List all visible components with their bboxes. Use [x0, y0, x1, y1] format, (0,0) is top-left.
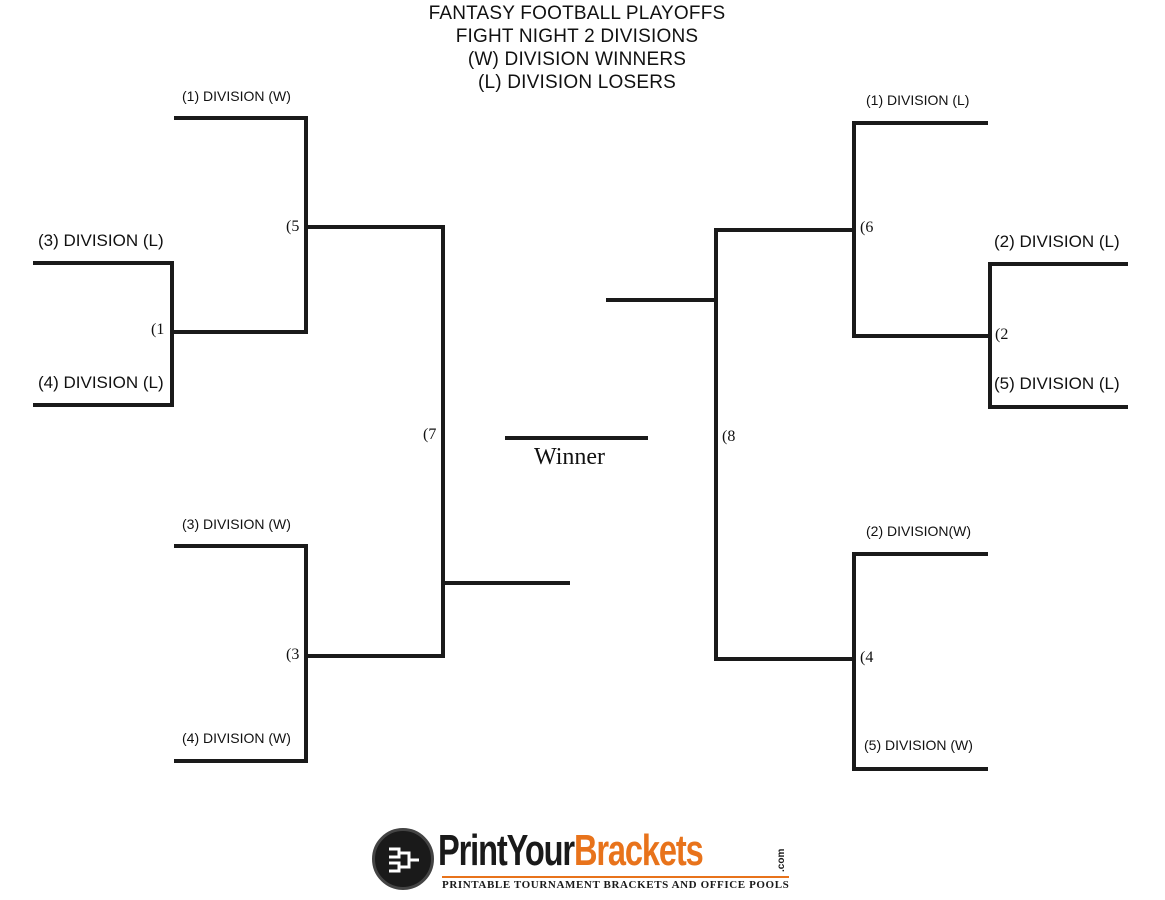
- title-line-3: (W) DIVISION WINNERS: [467, 49, 687, 70]
- game-number-1: (1: [151, 321, 165, 338]
- game-number-7: (7: [423, 426, 437, 443]
- game-number-8: (8: [722, 428, 736, 445]
- bracket-line-game-5: [174, 116, 308, 334]
- title-line-2: FIGHT NIGHT 2 DIVISIONS: [455, 26, 699, 47]
- left-slot-3-label[interactable]: (4) DIVISION (L): [38, 373, 164, 392]
- right-slot-1-label[interactable]: (1) DIVISION (L): [866, 92, 970, 108]
- left-slot-2-label[interactable]: (3) DIVISION (L): [38, 231, 164, 250]
- bracket-icon: [372, 828, 434, 890]
- game-number-2: (2: [995, 326, 1009, 343]
- right-slot-5-label[interactable]: (5) DIVISION (W): [864, 737, 973, 753]
- game-number-4: (4: [860, 649, 874, 666]
- title-line-1: FANTASY FOOTBALL PLAYOFFS: [428, 3, 726, 24]
- bracket-line-game-6: [852, 121, 988, 338]
- logo-tagline: PRINTABLE TOURNAMENT BRACKETS AND OFFICE…: [442, 876, 790, 891]
- left-slot-1-label[interactable]: (1) DIVISION (W): [182, 88, 291, 104]
- logo-wordmark: PrintYourBrackets: [438, 826, 704, 876]
- bracket-line-game-4: [852, 552, 988, 771]
- left-slot-4-label[interactable]: (3) DIVISION (W): [182, 516, 291, 532]
- winner-label: Winner: [534, 444, 606, 470]
- game-number-6: (6: [860, 219, 874, 236]
- page-title: FANTASY FOOTBALL PLAYOFFS FIGHT NIGHT 2 …: [0, 2, 1154, 94]
- game-number-5: (5: [286, 218, 300, 235]
- left-slot-5-label[interactable]: (4) DIVISION (W): [182, 730, 291, 746]
- right-slot-2-label[interactable]: (2) DIVISION (L): [994, 232, 1120, 251]
- logo-name-your: Your: [506, 826, 575, 875]
- game-number-3: (3: [286, 646, 300, 663]
- logo-tld: .com: [776, 848, 787, 872]
- right-slot-3-label[interactable]: (5) DIVISION (L): [994, 374, 1120, 393]
- bracket-line-game-3: [174, 544, 308, 763]
- logo-name-print: Print: [438, 826, 508, 875]
- title-line-4: (L) DIVISION LOSERS: [477, 72, 677, 93]
- logo-name-brackets: Brackets: [573, 826, 704, 875]
- right-slot-4-label[interactable]: (2) DIVISION(W): [866, 523, 971, 539]
- brand-logo: PrintYourBrackets .com PRINTABLE TOURNAM…: [372, 826, 792, 892]
